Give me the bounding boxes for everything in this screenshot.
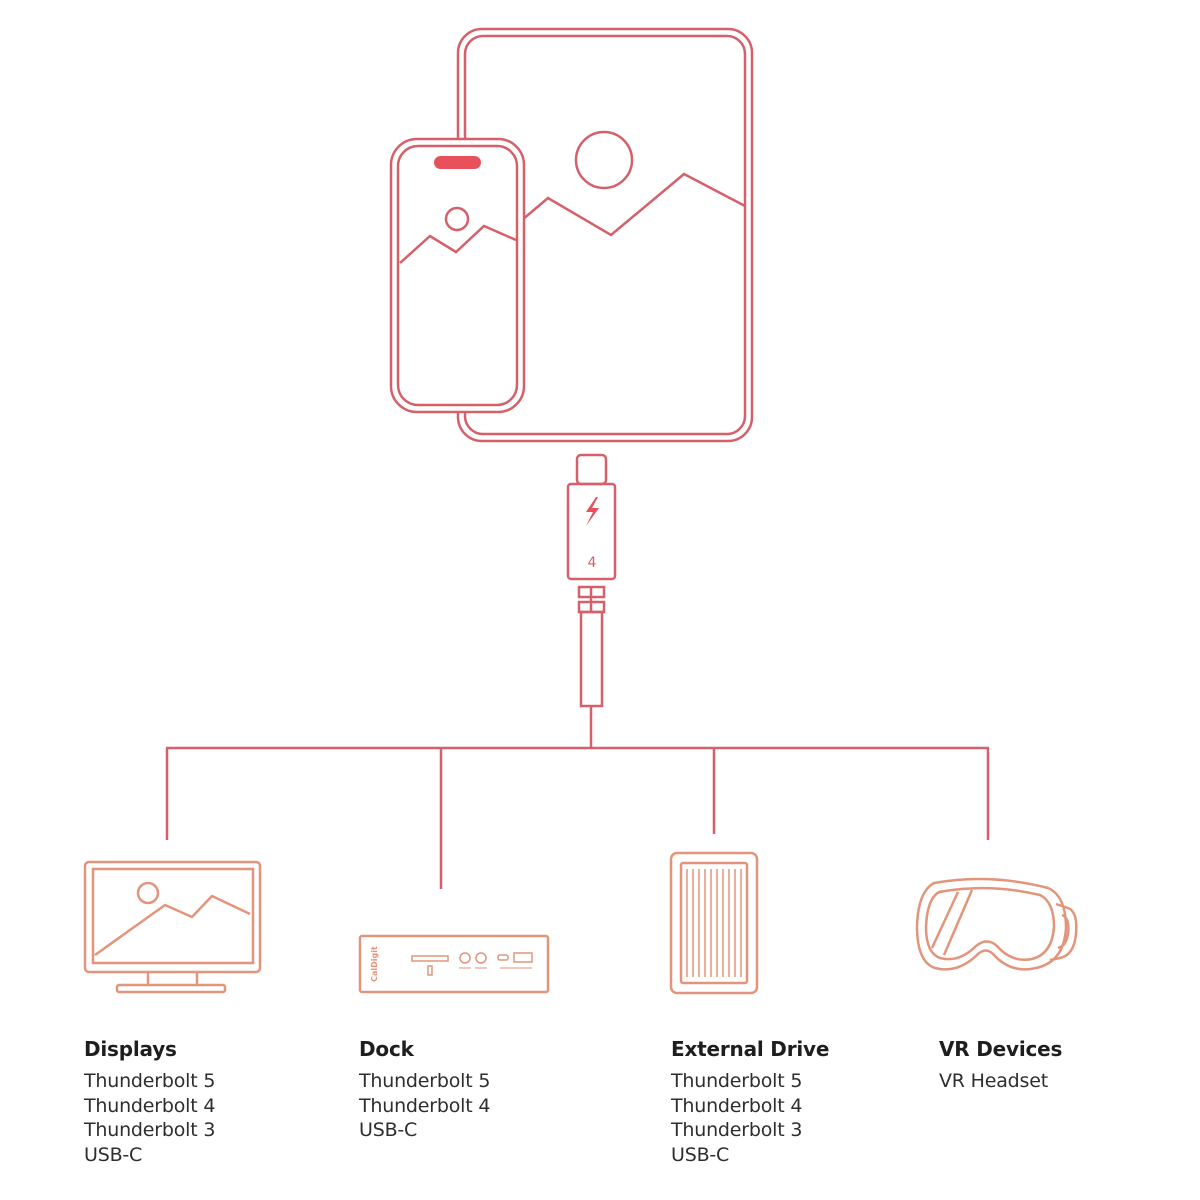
usb-c-plug-tip [575,453,608,486]
list-item: Thunderbolt 3 [84,1119,216,1141]
list-item: USB-C [84,1143,143,1166]
external-drive-icon [669,851,759,995]
list-item: Thunderbolt 4 [671,1094,803,1117]
category-dock: Dock Thunderbolt 5 Thunderbolt 4 USB-C [359,1036,490,1143]
category-title: External Drive [671,1037,830,1061]
list-item: Thunderbolt 3 [671,1119,803,1141]
phone-icon [389,137,526,414]
compatibility-list: Thunderbolt 5 Thunderbolt 4 Thunderbolt … [671,1069,829,1167]
compatibility-list: Thunderbolt 5 Thunderbolt 4 USB-C [359,1069,490,1143]
dock-brand-logo: CalDigit [370,946,379,982]
list-item: Thunderbolt 4 [84,1094,216,1117]
compatibility-list: VR Headset [939,1069,1062,1094]
category-displays: Displays Thunderbolt 5 Thunderbolt 4 Thu… [84,1036,215,1167]
thunderbolt-cable-icon [566,453,617,708]
list-item: Thunderbolt 5 [84,1070,216,1092]
connector-housing [566,482,617,581]
dock-icon [358,934,550,994]
branch-connectors [165,706,990,889]
category-title: VR Devices [939,1037,1063,1061]
list-item: VR Headset [939,1070,1048,1092]
list-item: USB-C [359,1119,418,1141]
list-item: Thunderbolt 4 [359,1094,491,1117]
phone-notch [434,156,481,169]
category-title: Dock [359,1037,414,1061]
monitor-icon [83,860,262,994]
compatibility-list: Thunderbolt 5 Thunderbolt 4 Thunderbolt … [84,1069,215,1167]
list-item: Thunderbolt 5 [359,1070,491,1092]
category-external-drive: External Drive Thunderbolt 5 Thunderbolt… [671,1036,829,1167]
connector-number: 4 [588,555,597,571]
list-item: Thunderbolt 5 [671,1070,803,1092]
vr-headset-icon [915,877,1078,971]
category-title: Displays [84,1037,177,1061]
category-vr-devices: VR Devices VR Headset [939,1036,1062,1094]
thunderbolt-bolt-icon [586,497,599,526]
cable-strain-relief [579,610,604,708]
list-item: USB-C [671,1143,730,1166]
